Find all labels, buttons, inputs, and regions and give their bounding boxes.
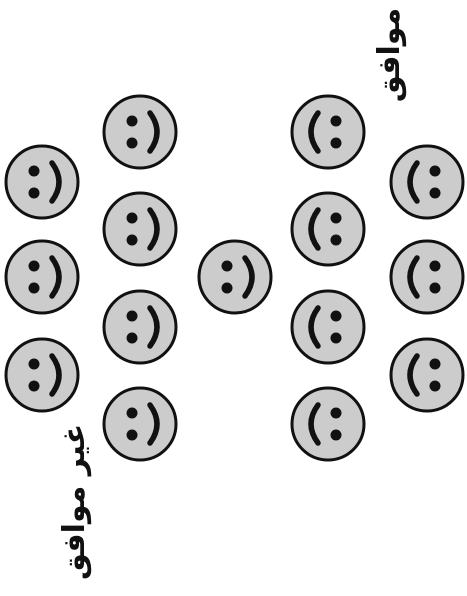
face-eye [126, 407, 138, 419]
label-disagree: غير موافق [57, 423, 92, 580]
face-eye [429, 380, 441, 392]
smiley-face-icon-disagree [102, 289, 178, 365]
face-mouth [407, 255, 420, 299]
face-eye [330, 234, 342, 246]
face-eye [126, 310, 138, 322]
frown-face-icon-agree [290, 289, 366, 365]
smiley-face-icon-disagree [4, 239, 80, 315]
face-eye [126, 234, 138, 246]
frown-face-icon-agree [290, 191, 366, 267]
smiley-face-icon-disagree [102, 386, 178, 462]
face-mouth [308, 207, 321, 251]
face-eye [28, 282, 40, 294]
face-mouth [242, 255, 255, 299]
face-mouth [49, 160, 62, 204]
frown-face-icon-agree [389, 337, 465, 413]
faces-group [4, 94, 465, 462]
face-mouth [147, 305, 160, 349]
face-circle [4, 144, 80, 220]
face-circle [389, 239, 465, 315]
face-eye [126, 332, 138, 344]
face-eye [429, 282, 441, 294]
face-eye [126, 137, 138, 149]
face-eye [330, 115, 342, 127]
face-mouth [407, 353, 420, 397]
face-eye [429, 260, 441, 272]
face-eye [330, 407, 342, 419]
face-mouth [308, 305, 321, 349]
face-eye [126, 429, 138, 441]
face-mouth [147, 207, 160, 251]
face-mouth [49, 353, 62, 397]
face-eye [126, 115, 138, 127]
face-eye [28, 187, 40, 199]
frown-face-icon-agree [389, 239, 465, 315]
face-mouth [407, 160, 420, 204]
face-circle [102, 191, 178, 267]
face-eye [330, 212, 342, 224]
frown-face-icon-agree [389, 144, 465, 220]
smiley-face-icon-disagree [4, 144, 80, 220]
face-mouth [308, 110, 321, 154]
face-circle [389, 144, 465, 220]
smiley-face-icon-neutral [197, 239, 273, 315]
face-circle [4, 337, 80, 413]
face-mouth [147, 402, 160, 446]
face-circle [102, 386, 178, 462]
label-agree: موافق [372, 7, 407, 103]
face-eye [28, 380, 40, 392]
face-eye [429, 358, 441, 370]
smiley-face-icon-disagree [102, 94, 178, 170]
face-eye [429, 165, 441, 177]
face-circle [4, 239, 80, 315]
smiley-face-icon-disagree [102, 191, 178, 267]
face-eye [221, 260, 233, 272]
face-circle [290, 94, 366, 170]
face-mouth [308, 402, 321, 446]
face-eye [28, 358, 40, 370]
face-eye [429, 187, 441, 199]
face-eye [28, 165, 40, 177]
face-mouth [49, 255, 62, 299]
face-eye [330, 137, 342, 149]
face-circle [197, 239, 273, 315]
frown-face-icon-agree [290, 94, 366, 170]
face-eye [221, 282, 233, 294]
smiley-face-icon-disagree [4, 337, 80, 413]
face-eye [28, 260, 40, 272]
face-circle [389, 337, 465, 413]
face-circle [290, 386, 366, 462]
face-eye [126, 212, 138, 224]
face-mouth [147, 110, 160, 154]
face-eye [330, 332, 342, 344]
frown-face-icon-agree [290, 386, 366, 462]
face-circle [290, 191, 366, 267]
face-eye [330, 310, 342, 322]
face-circle [290, 289, 366, 365]
face-circle [102, 94, 178, 170]
face-eye [330, 429, 342, 441]
face-circle [102, 289, 178, 365]
